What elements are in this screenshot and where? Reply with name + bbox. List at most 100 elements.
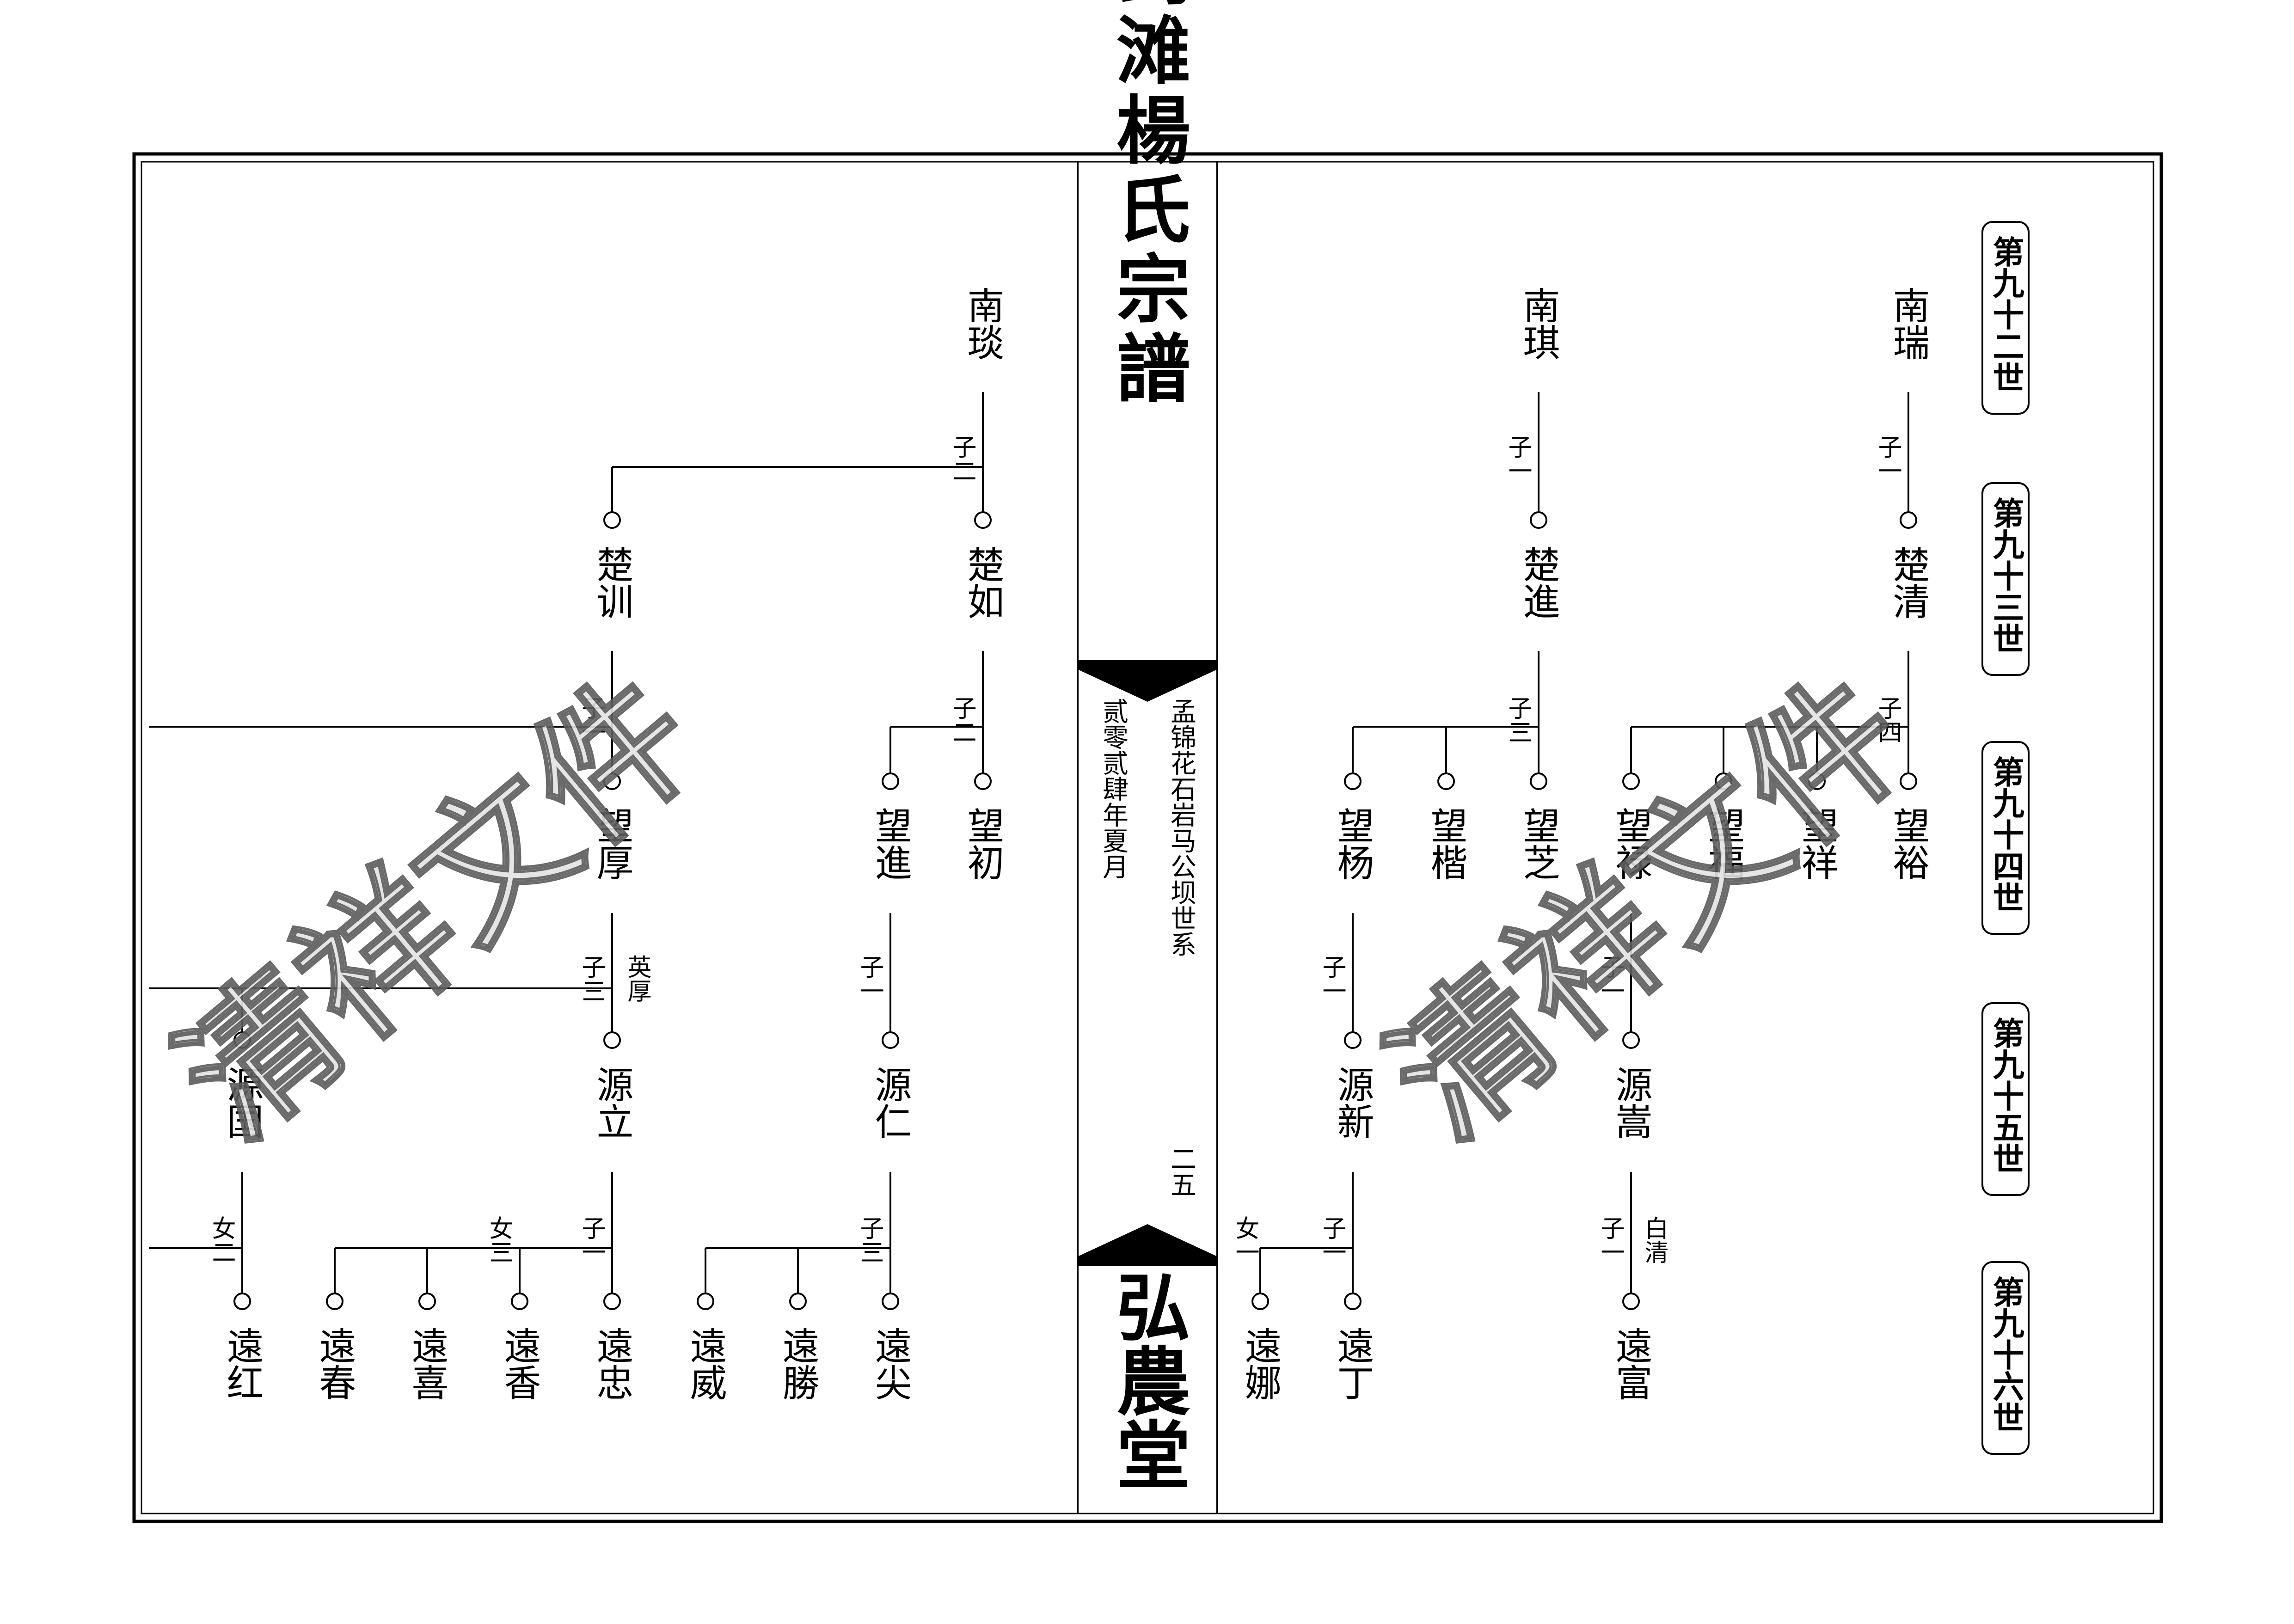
person-name: 源仁	[869, 1066, 912, 1140]
person-node	[1344, 1293, 1362, 1310]
child-counts: 子一子四子一子一子一子三子一子一女一子二子二子一子一子三子三子一女三女二白清英厚	[208, 435, 1901, 1264]
child-count: 子一	[856, 955, 883, 1003]
person-name: 南瑞	[1887, 287, 1930, 361]
generation-label: 第九十六世	[1981, 1261, 2030, 1455]
person-name: 望芝	[1517, 807, 1560, 881]
person-node	[418, 1293, 436, 1310]
person-node	[1900, 772, 1917, 790]
child-count: 子二	[948, 435, 976, 483]
generation-label: 第九十五世	[1981, 1002, 2030, 1196]
child-count: 子三	[856, 1216, 883, 1264]
fish-tail-bottom	[1078, 1224, 1217, 1266]
person-name: 望進	[869, 807, 912, 881]
generation-text: 第九十五世	[1987, 1017, 2024, 1174]
person-name: 望杨	[1331, 807, 1374, 881]
person-node	[1715, 772, 1732, 790]
person-name: 遠香	[498, 1327, 541, 1401]
person-node	[1344, 772, 1362, 790]
person-name: 遠勝	[777, 1327, 820, 1401]
person-node	[1622, 1031, 1640, 1049]
person-name: 源嵩	[1610, 1066, 1653, 1140]
person-node	[1251, 1293, 1269, 1310]
compile-date: 贰零贰肆年夏月	[1098, 698, 1129, 879]
person-name: 遠春	[313, 1327, 356, 1401]
generation-text: 第九十六世	[1987, 1276, 2024, 1433]
child-count: 子一	[1504, 435, 1532, 483]
person-node	[233, 1293, 251, 1310]
person-name: 望裕	[1887, 807, 1930, 881]
branch-name: 孟锦花石岩马公坝世系	[1166, 698, 1196, 957]
child-count: 子四	[1874, 696, 1901, 744]
hall-name: 弘農堂	[1104, 1269, 1191, 1491]
person-name: 遠忠	[591, 1327, 634, 1401]
lineage-nodes	[233, 511, 1917, 1310]
person-node	[974, 511, 992, 529]
generation-text: 第九十三世	[1987, 497, 2024, 654]
person-node	[1530, 772, 1547, 790]
person-node	[882, 772, 899, 790]
generation-label: 第九十四世	[1981, 741, 2030, 935]
child-count: 子一	[577, 696, 605, 744]
person-name: 遠红	[221, 1327, 264, 1401]
person-name: 楚進	[1517, 545, 1560, 619]
person-node	[1530, 511, 1547, 529]
person-node	[603, 511, 621, 529]
generation-box	[1981, 221, 2030, 415]
person-node	[789, 1293, 807, 1310]
person-name: 遠尖	[869, 1327, 912, 1401]
generation-box	[1981, 482, 2030, 676]
child-count: 子二	[948, 696, 976, 744]
person-node	[1344, 1031, 1362, 1049]
watermark-text: 清祥文件	[146, 642, 729, 1171]
person-node	[1808, 772, 1826, 790]
generation-text: 第九十四世	[1987, 756, 2024, 913]
person-name: 遠喜	[406, 1327, 449, 1401]
person-node	[1900, 511, 1917, 529]
person-name: 遠威	[684, 1327, 727, 1401]
child-count: 女二	[208, 1216, 235, 1264]
person-name: 楚如	[962, 545, 1005, 619]
book-title: 剑滩楊氏宗譜	[1104, 0, 1191, 410]
person-name: 望厚	[591, 807, 634, 881]
child-count: 子三	[577, 955, 605, 1003]
spine-text: 剑滩楊氏宗譜 弘農堂 孟锦花石岩马公坝世系 贰零贰肆年夏月 二五	[1098, 0, 1196, 1491]
person-name: 望禄	[1610, 807, 1653, 881]
child-count: 子一	[1874, 435, 1901, 483]
person-name: 楚清	[1887, 545, 1930, 619]
person-node	[1437, 772, 1455, 790]
person-name: 望楷	[1425, 807, 1468, 881]
person-name: 遠丁	[1331, 1327, 1374, 1401]
generation-box	[1981, 1002, 2030, 1196]
generation-label: 第九十三世	[1981, 482, 2030, 676]
person-node	[603, 772, 621, 790]
lineage-lines	[149, 392, 1909, 1294]
child-count: 女三	[485, 1216, 513, 1264]
page-number: 二五	[1166, 1146, 1196, 1197]
person-node	[603, 1031, 621, 1049]
outer-frame	[132, 152, 2163, 1523]
generation-label: 第九十二世	[1981, 221, 2030, 415]
person-node	[511, 1293, 528, 1310]
person-name: 遠娜	[1239, 1327, 1282, 1401]
person-node	[882, 1031, 899, 1049]
person-names: 南瑞楚清望裕望祥望福望禄源嵩遠富南琪楚進望芝望楷望杨源新遠丁遠娜南琰楚如楚训望初…	[221, 287, 1930, 1401]
child-count: 子一	[1318, 1216, 1346, 1264]
person-node	[233, 1031, 251, 1049]
child-count: 子一	[1596, 955, 1624, 1003]
person-node	[1622, 1293, 1640, 1310]
person-name: 望祥	[1796, 807, 1839, 881]
alias-note: 白清	[1640, 1216, 1668, 1264]
person-node	[974, 772, 992, 790]
person-name: 望初	[962, 807, 1005, 881]
generation-box	[1981, 741, 2030, 935]
child-count: 子一	[1596, 1216, 1624, 1264]
person-name: 望福	[1702, 807, 1745, 881]
inner-frame	[141, 161, 2154, 1514]
person-node	[882, 1293, 899, 1310]
child-count: 子一	[577, 1216, 605, 1264]
person-name: 南琰	[962, 287, 1005, 361]
person-name: 遠富	[1610, 1327, 1653, 1401]
